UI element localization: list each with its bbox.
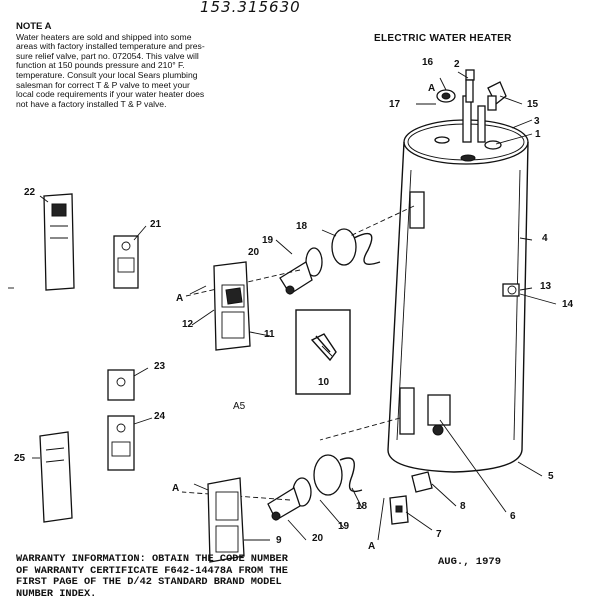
callout-letter-a-bottom: A (368, 541, 376, 552)
callout-8: 8 (460, 501, 466, 512)
callout-5: 5 (548, 471, 554, 482)
callout-24: 24 (154, 411, 166, 422)
callout-18-upper: 18 (296, 221, 308, 232)
drain-valve-parts (389, 471, 433, 525)
callout-18-lower: 18 (356, 501, 368, 512)
note-line: sure relief valve, part no. 072054. This… (16, 50, 199, 61)
callout-12: 12 (182, 319, 194, 330)
callout-letter-a-low: A (172, 483, 180, 494)
insulation-shields (39, 193, 75, 523)
diagram-title: ELECTRIC WATER HEATER (374, 33, 512, 44)
revision-date: AUG., 1979 (438, 556, 502, 568)
callout-9: 9 (276, 535, 282, 546)
top-fittings (416, 69, 507, 111)
callout-11: 11 (264, 329, 275, 340)
thermostats (107, 235, 139, 471)
upper-access-cover (213, 261, 251, 351)
callout-7: 7 (436, 529, 442, 540)
water-heater-tank (387, 95, 529, 473)
callout-3: 3 (534, 116, 540, 127)
warranty-block: WARRANTY INFORMATION: OBTAIN THE CODE NU… (16, 553, 288, 600)
callout-14: 14 (562, 299, 574, 310)
callout-17: 17 (389, 99, 401, 110)
warranty-line: WARRANTY INFORMATION: OBTAIN THE CODE NU… (16, 553, 288, 565)
warranty-line: NUMBER INDEX. (16, 587, 97, 600)
lower-heating-element (181, 417, 401, 521)
callout-16: 16 (422, 57, 434, 68)
warranty-line: FIRST PAGE OF THE D/42 STANDARD BRAND MO… (16, 576, 282, 589)
note-line: salesman for correct T & P valve to meet… (16, 79, 190, 90)
callout-21: 21 (150, 219, 162, 230)
warranty-line: OF WARRANTY CERTIFICATE F642-14478A FROM… (16, 564, 288, 577)
callout-25: 25 (14, 453, 26, 464)
callout-letter-a-mid: A (176, 293, 184, 304)
note-heading: NOTE A (16, 21, 52, 32)
handwritten-model-number: 153.315630 (200, 0, 301, 16)
leader-lines (8, 71, 557, 541)
callout-20-lower: 20 (312, 533, 324, 544)
note-line: not have a factory installed T & P valve… (16, 98, 167, 109)
note-line: function at 150 pounds pressure and 210°… (16, 60, 185, 71)
callout-2: 2 (454, 59, 460, 70)
section-label: A5 (233, 401, 246, 412)
callout-22: 22 (24, 187, 36, 198)
note-line: areas with factory installed temperature… (16, 41, 205, 52)
screw-detail-box (295, 309, 351, 395)
callout-23: 23 (154, 361, 166, 372)
callout-19-upper: 19 (262, 235, 274, 246)
note-line: local code requirements if your water he… (16, 89, 205, 100)
callout-10: 10 (318, 377, 330, 388)
note-line: temperature. Consult your local Sears pl… (16, 69, 198, 80)
callout-13: 13 (540, 281, 552, 292)
callout-letter-a-top: A (428, 83, 436, 94)
callout-4: 4 (542, 233, 548, 244)
note-a-block: NOTE A Water heaters are sold and shippe… (16, 22, 205, 109)
callout-1: 1 (535, 129, 541, 140)
callout-15: 15 (527, 99, 539, 110)
callout-19-lower: 19 (338, 521, 350, 532)
upper-heating-element (185, 205, 415, 297)
lower-access-cover (207, 477, 245, 563)
callout-20-upper: 20 (248, 247, 260, 258)
callout-6: 6 (510, 511, 516, 522)
note-line: Water heaters are sold and shipped into … (16, 31, 192, 42)
